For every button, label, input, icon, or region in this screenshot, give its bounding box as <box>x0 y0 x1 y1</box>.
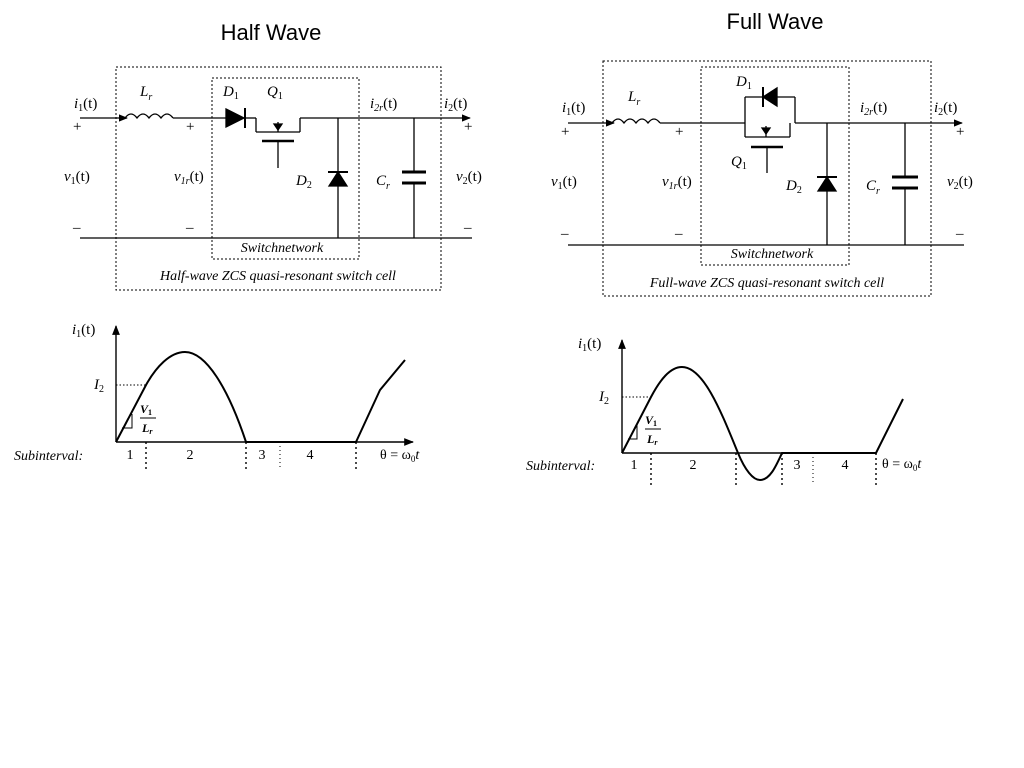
half-slope-numerator: V1 <box>140 402 152 417</box>
full-subinterval-label: Subinterval: <box>526 459 595 474</box>
half-inductor <box>124 113 174 120</box>
full-v1-label: v1(t) <box>551 174 577 192</box>
full-waveform-xlabel: θ = ω0t <box>882 457 922 473</box>
full-minus-mid: – <box>674 226 683 242</box>
full-slope-denominator: Lr <box>646 432 658 447</box>
half-subinterval-2: 2 <box>187 448 194 463</box>
half-minus-mid: – <box>185 220 194 236</box>
half-i1-label: i1(t) <box>74 96 97 114</box>
full-plus-right: + <box>956 124 964 140</box>
half-waveform <box>112 325 414 470</box>
full-lr-label: Lr <box>627 89 640 108</box>
half-subinterval-4: 4 <box>307 448 314 463</box>
half-waveform-xlabel: θ = ω0t <box>380 448 420 464</box>
half-minus-left: – <box>72 220 81 236</box>
full-current-waveform <box>621 365 904 482</box>
full-d2-symbol <box>816 175 838 192</box>
full-i2-label: i2(t) <box>934 100 957 118</box>
half-subinterval-label: Subinterval: <box>14 449 83 464</box>
full-wave-title: Full Wave <box>727 9 824 34</box>
full-i1-label: i1(t) <box>562 100 585 118</box>
full-subinterval-1: 1 <box>631 458 638 473</box>
full-switch-network-label: Switchnetwork <box>731 247 814 262</box>
half-slope-triangle <box>122 414 133 429</box>
half-v1r-label: v1r(t) <box>174 169 204 187</box>
full-plus-mid: + <box>675 124 683 140</box>
full-wave-circuit <box>568 60 964 297</box>
half-v1-label: v1(t) <box>64 169 90 187</box>
half-plus-mid: + <box>186 119 194 135</box>
half-i2-level-label: I2 <box>93 377 104 395</box>
full-v2-label: v2(t) <box>947 174 973 192</box>
half-cell-box <box>115 66 442 291</box>
half-minus-right: – <box>463 220 472 236</box>
full-switch-network-box <box>700 66 850 266</box>
half-cr-label: Cr <box>376 173 390 192</box>
half-d2-symbol <box>327 170 349 187</box>
full-i2r-label: i2r(t) <box>860 100 887 118</box>
half-current-waveform <box>115 350 406 443</box>
full-cr-label: Cr <box>866 178 880 197</box>
full-cell-box <box>602 60 932 297</box>
full-plus-left: + <box>561 124 569 140</box>
half-d2-label: D2 <box>295 173 312 191</box>
half-d1-symbol <box>225 107 246 129</box>
half-wave-diodes <box>225 107 349 187</box>
full-minus-left: – <box>560 226 569 242</box>
half-cell-label: Half-wave ZCS quasi-resonant switch cell <box>159 269 396 284</box>
full-slope-triangle <box>628 425 638 440</box>
half-i2r-label: i2r(t) <box>370 96 397 114</box>
half-lr-label: Lr <box>139 84 152 103</box>
half-waveform-ylabel: i1(t) <box>72 322 95 340</box>
full-d2-label: D2 <box>785 178 802 196</box>
half-wave-title: Half Wave <box>221 20 322 45</box>
full-inductor <box>611 118 661 125</box>
full-waveform-ylabel: i1(t) <box>578 336 601 354</box>
full-subinterval-2: 2 <box>690 458 697 473</box>
full-minus-right: – <box>955 226 964 242</box>
full-subinterval-3: 3 <box>794 458 801 473</box>
half-subinterval-1: 1 <box>127 448 134 463</box>
half-q1-label: Q1 <box>267 84 283 102</box>
full-i2-level-label: I2 <box>598 389 609 407</box>
half-plus-right: + <box>464 119 472 135</box>
half-wave-circuit <box>80 66 472 291</box>
full-cell-label: Full-wave ZCS quasi-resonant switch cell <box>649 276 884 291</box>
full-d1-symbol <box>761 86 778 108</box>
half-i2-label: i2(t) <box>444 96 467 114</box>
half-plus-left: + <box>73 119 81 135</box>
half-switch-network-label: Switchnetwork <box>241 241 324 256</box>
full-d1-label: D1 <box>735 74 752 92</box>
full-q1-label: Q1 <box>731 154 747 172</box>
full-waveform <box>618 339 904 486</box>
full-slope-numerator: V1 <box>645 413 657 428</box>
full-q1-arrow <box>760 127 772 136</box>
half-q1-arrow <box>272 123 284 132</box>
full-wave-diodes <box>760 86 838 192</box>
full-v1r-label: v1r(t) <box>662 174 692 192</box>
half-switch-network-box <box>211 77 360 260</box>
half-slope-denominator: Lr <box>141 421 153 436</box>
half-v2-label: v2(t) <box>456 169 482 187</box>
half-d1-label: D1 <box>222 84 239 102</box>
full-subinterval-4: 4 <box>842 458 849 473</box>
half-subinterval-3: 3 <box>259 448 266 463</box>
